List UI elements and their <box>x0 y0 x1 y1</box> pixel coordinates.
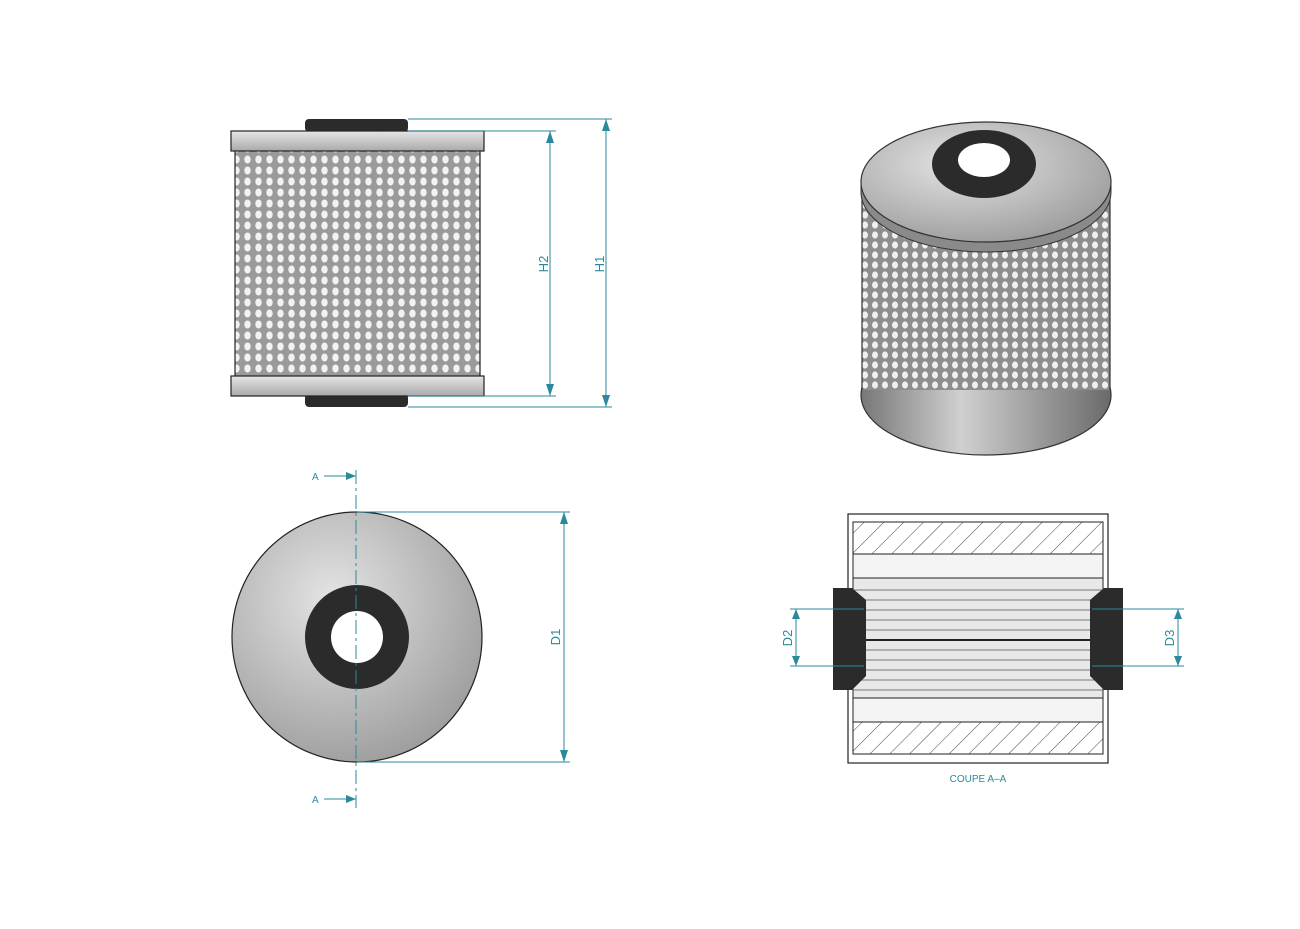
bottom-rubber-seal <box>305 394 408 407</box>
side-view: H2 H1 <box>230 118 612 408</box>
section-mark-bottom: A <box>312 795 319 806</box>
center-core <box>852 577 1104 699</box>
d2-label: D2 <box>780 630 795 647</box>
right-rubber-seal <box>1090 588 1123 690</box>
filter-media-top <box>852 521 1104 555</box>
center-hole <box>331 611 383 663</box>
d1-label: D1 <box>548 629 563 646</box>
section-mark-top: A <box>312 472 319 483</box>
top-view: A A D1 <box>231 470 570 808</box>
left-rubber-seal <box>833 588 866 690</box>
d3-label: D3 <box>1162 630 1177 647</box>
filter-media-bottom <box>852 721 1104 755</box>
bottom-end-cap <box>230 375 485 397</box>
core-lines <box>853 589 1103 691</box>
perforated-mesh <box>234 149 481 378</box>
isometric-view <box>860 121 1112 456</box>
h1-label: H1 <box>592 256 607 273</box>
h2-label: H2 <box>536 256 551 273</box>
top-end-cap <box>230 130 485 152</box>
section-view: D2 D3 COUPE A–A <box>780 513 1184 785</box>
section-title: COUPE A–A <box>950 774 1007 785</box>
iso-center-hole <box>958 143 1010 177</box>
top-rubber-seal <box>305 119 408 132</box>
